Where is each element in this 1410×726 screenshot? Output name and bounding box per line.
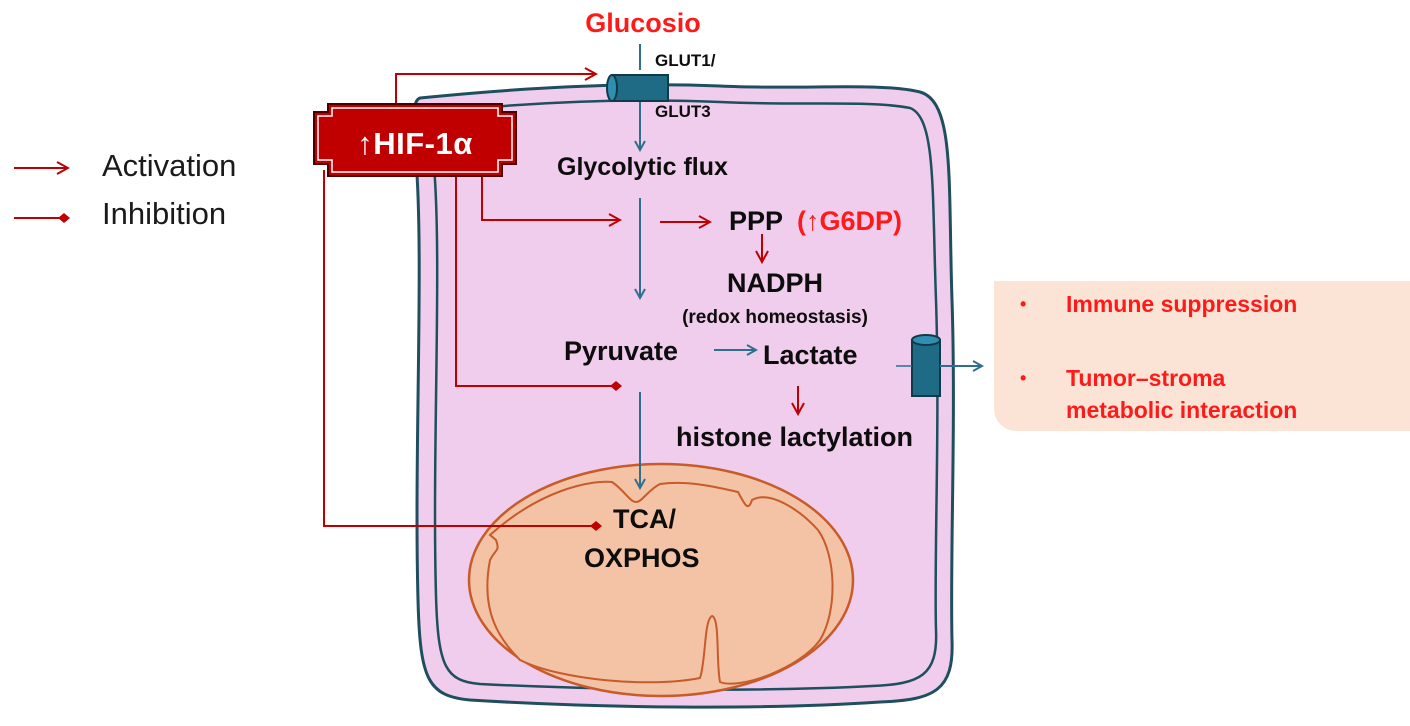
bullet-icon: • bbox=[1020, 294, 1027, 314]
legend-inhibition-label: Inhibition bbox=[102, 196, 227, 231]
cell-inner-membrane bbox=[430, 99, 939, 691]
glut3-label: GLUT3 bbox=[655, 102, 711, 121]
hif-badge-shape bbox=[313, 103, 517, 177]
hif-to-glycolysis-activation bbox=[481, 170, 620, 220]
hif-badge-inner bbox=[317, 107, 513, 173]
nadph-label: NADPH bbox=[726, 268, 824, 298]
ppp-label: PPP bbox=[729, 206, 784, 236]
hif-1a-label: ↑HIF-1α bbox=[357, 126, 473, 161]
effect-text: metabolic interaction bbox=[1066, 397, 1298, 423]
lactate-exporter-icon bbox=[911, 334, 941, 397]
pyruvate-label: Pyruvate bbox=[564, 336, 679, 366]
tca-label: TCA/ bbox=[613, 504, 676, 534]
extracellular-effects-panel: • Immune suppression • Tumor–stroma meta… bbox=[994, 281, 1410, 431]
g6dp-label: (↑G6DP) bbox=[797, 206, 903, 236]
glut-transporter-icon bbox=[606, 74, 669, 102]
glucose-label: Glucosio bbox=[585, 8, 701, 38]
hif-tca-inhibition bbox=[323, 170, 602, 531]
legend-activation-label: Activation bbox=[102, 148, 237, 183]
redox-homeostasis-label: (redox homeostasis) bbox=[682, 307, 868, 328]
bullet-icon: • bbox=[1020, 368, 1027, 388]
hif-pyruvate-inhibition bbox=[455, 170, 622, 391]
effect-text: Tumor–stroma bbox=[1066, 365, 1226, 391]
glycolytic-flux-label: Glycolytic flux bbox=[557, 153, 728, 181]
oxphos-label: OXPHOS bbox=[584, 543, 700, 573]
lactate-label: Lactate bbox=[763, 340, 858, 370]
effect-text: Immune suppression bbox=[1066, 291, 1298, 317]
histone-lactylation-label: histone lactylation bbox=[676, 422, 914, 452]
mitochondrion-cristae bbox=[486, 480, 834, 685]
glut1-label: GLUT1/ bbox=[655, 51, 716, 70]
